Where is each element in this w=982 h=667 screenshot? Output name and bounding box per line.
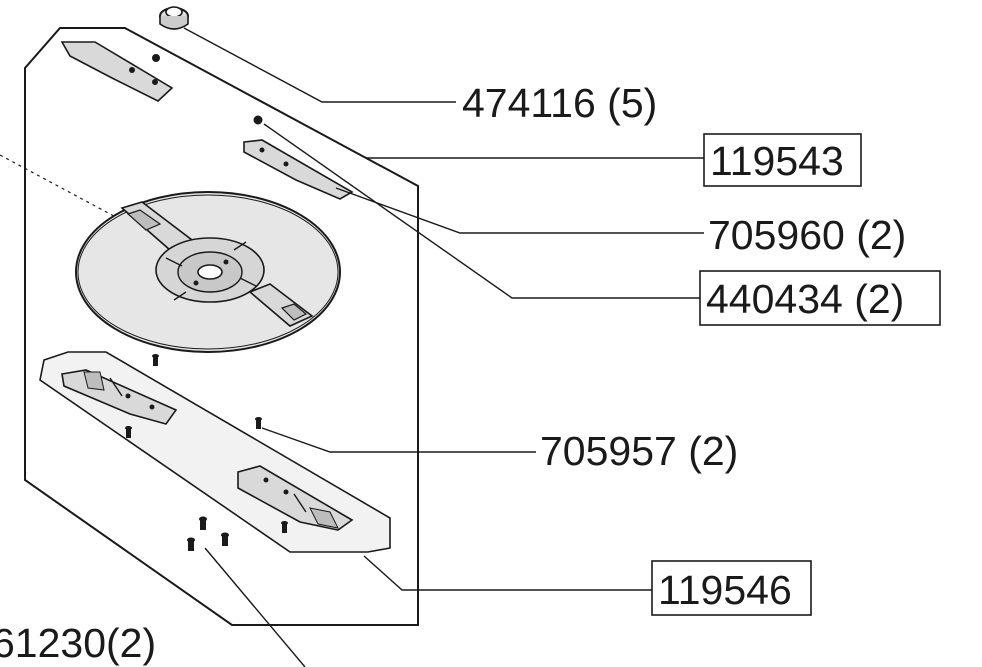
box-119543: [703, 133, 862, 187]
blade-705960: [243, 139, 354, 200]
label-474116: 474116 (5): [462, 80, 657, 126]
label-440434: 440434 (2): [706, 276, 904, 322]
blade-disc: [75, 191, 341, 353]
label-119546: 119546: [658, 567, 792, 613]
panel-outline: [24, 27, 419, 626]
label-705957: 705957 (2): [540, 428, 738, 474]
leader-705960: [335, 187, 704, 234]
leader-705957: [261, 427, 536, 453]
screws: [125, 354, 288, 551]
nut-474116: [159, 6, 189, 30]
label-119543: 119543: [710, 138, 844, 184]
bolt-440434: [253, 115, 263, 125]
label-705960: 705960 (2): [708, 212, 906, 258]
top-hole: [152, 54, 160, 62]
box-440434: [699, 270, 941, 326]
box-119546: [651, 560, 812, 616]
upper-left-blade: [60, 41, 174, 102]
dashed-reference-line: [0, 154, 126, 223]
leader-440434: [263, 123, 700, 299]
leader-61230: [204, 547, 306, 667]
leader-119546: [363, 555, 652, 591]
label-61230: 61230(2): [0, 620, 156, 666]
leader-474116: [183, 27, 456, 103]
blade-holder-119546: [39, 351, 391, 553]
